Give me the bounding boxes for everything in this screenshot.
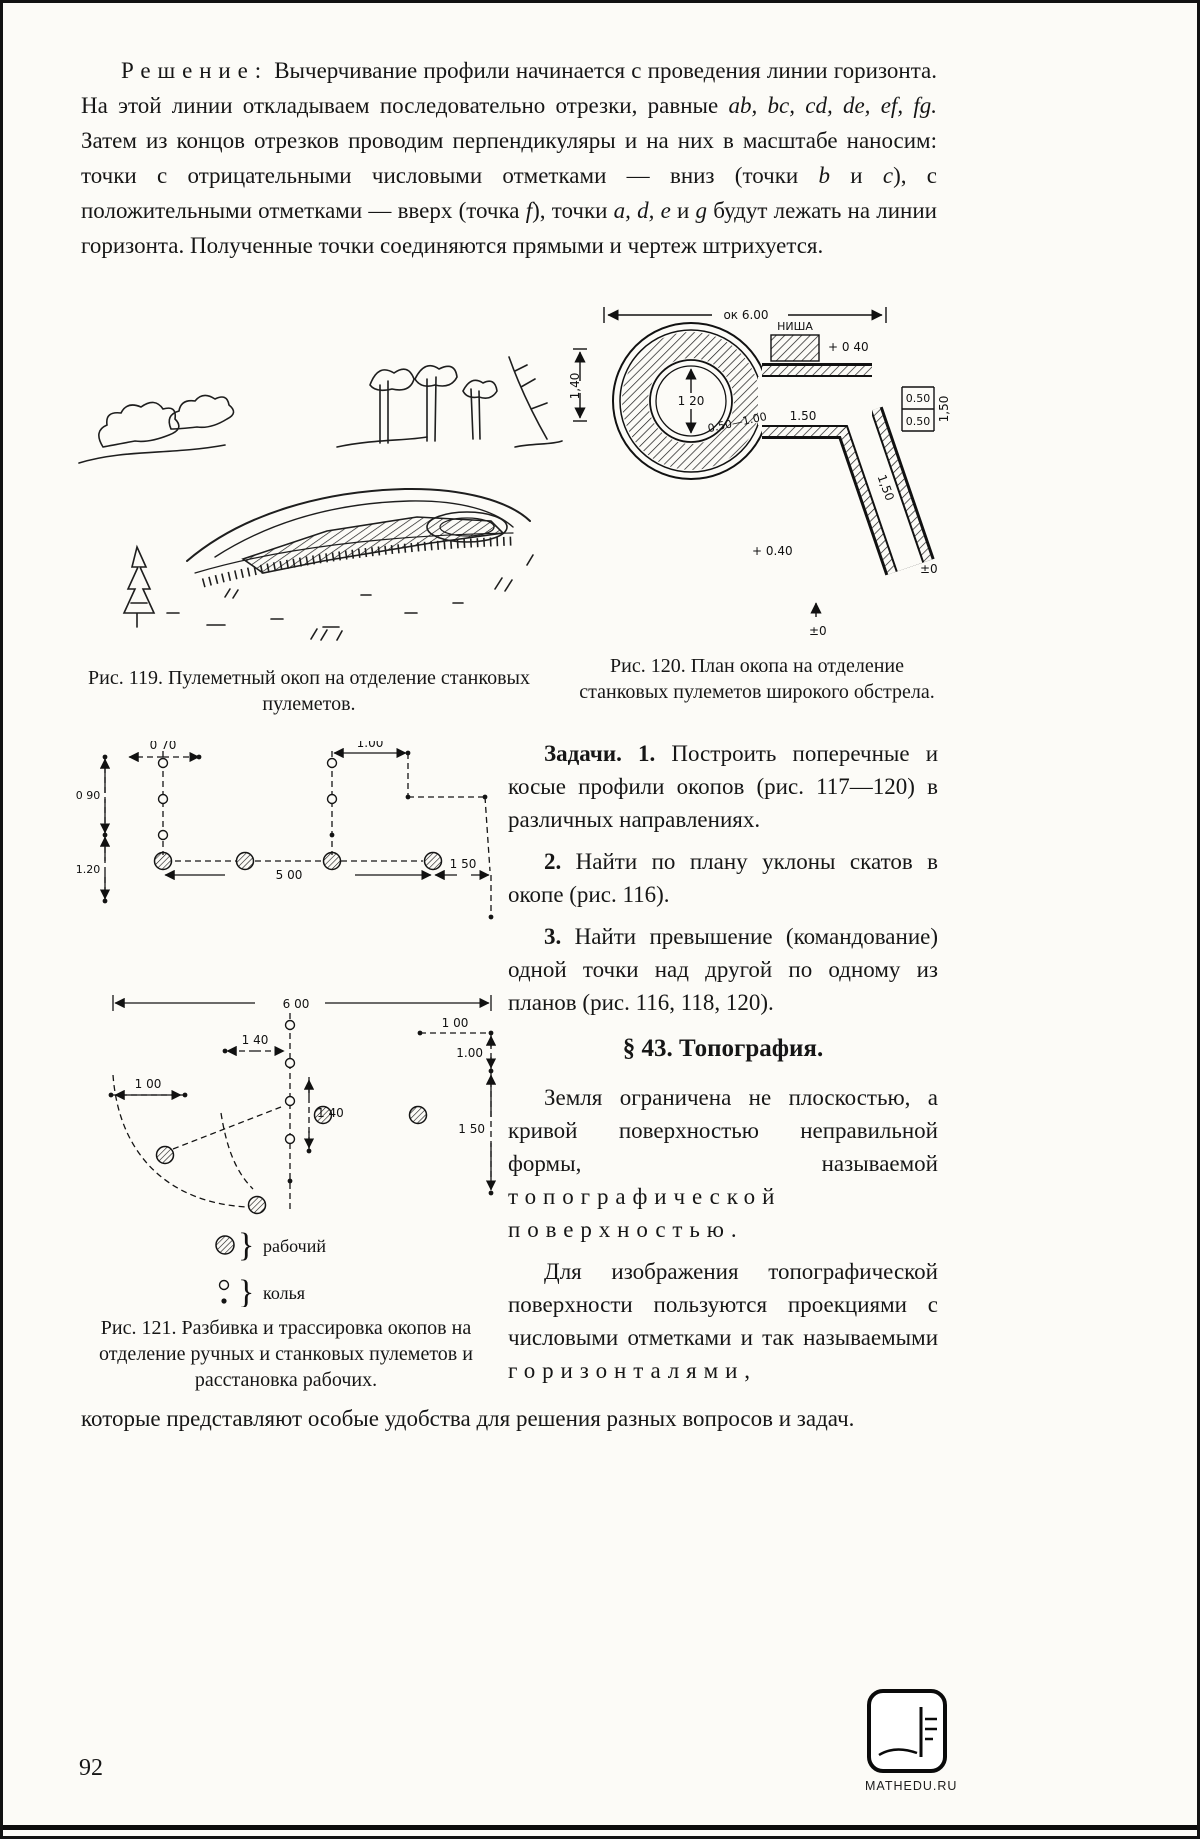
mathedu-logo: MATHEDU.RU — [865, 1687, 965, 1793]
figure-121-caption: Рис. 121. Разбивка и трассировка окопов … — [99, 1317, 473, 1391]
tree — [379, 380, 389, 444]
legend-dot — [221, 1298, 227, 1304]
figure-119 — [75, 351, 567, 651]
legend-brace-stakes: } — [238, 1274, 254, 1307]
construction-lines — [104, 751, 492, 1209]
trench-parapet — [186, 487, 531, 562]
mathedu-logo-icon — [867, 1689, 947, 1773]
worker-circles — [153, 851, 443, 1255]
section-heading: § 43. Топография. — [622, 1035, 824, 1062]
figure-121-drawing: 0 70 1.00 0 90 1.20 5 00 1 50 6 00 1 40 … — [76, 741, 497, 1307]
figure-120-caption: Рис. 120. План окопа на отделение станко… — [579, 655, 935, 703]
niche-rect — [770, 334, 820, 362]
text-column: Задачи. 1. Построить поперечные и косые … — [508, 737, 938, 1396]
dim-label-ok600: ок 6.00 — [723, 308, 768, 322]
dim-label-070: 0 70 — [150, 741, 177, 752]
scan-edge — [3, 1825, 1197, 1830]
figure-119-caption: Рис. 119. Пулеметный окоп на отделение с… — [88, 667, 530, 715]
page-number: 92 — [79, 1755, 103, 1781]
legend-brace-worker: } — [238, 1227, 254, 1264]
figure-120: ок 6.00 НИША + 0 40 1 20 1,40 0.50 0.50 … — [566, 299, 952, 647]
dimension-arrows — [99, 747, 497, 1191]
ground-strokes — [130, 594, 464, 628]
dim-label-150-right: 1,50 — [937, 396, 951, 423]
dim-label-100a: 1 00 — [442, 1016, 469, 1030]
topography-paragraph-1: Земля ограничена не плоскостью, а кривой… — [508, 1085, 938, 1242]
dim-label-120: 1.20 — [76, 863, 101, 876]
watermark-text: MATHEDU.RU — [865, 1779, 958, 1793]
figure-121: 0 70 1.00 0 90 1.20 5 00 1 50 6 00 1 40 … — [75, 741, 505, 1307]
bush — [98, 401, 180, 448]
horizon-line — [78, 444, 226, 464]
dim-label-100c: 1 00 — [135, 1077, 162, 1091]
figure-119-drawing — [78, 356, 563, 641]
dim-label-500: 5 00 — [276, 868, 303, 882]
gun-platform — [426, 511, 508, 543]
dim-label-090: 0 90 — [76, 789, 101, 802]
berm-hatching — [201, 536, 516, 588]
dim-label-120: 1 20 — [678, 394, 705, 408]
task-3: 3. Найти превышение (командование) одной… — [508, 924, 938, 1015]
dim-label-140b: 1 40 — [317, 1106, 344, 1120]
dim-label-150b: 1 50 — [458, 1122, 485, 1136]
bare-branch — [508, 356, 548, 440]
task-1: Задачи. 1. Построить поперечные и косые … — [508, 741, 938, 832]
legend-label-worker: рабочий — [263, 1236, 326, 1256]
dim-label-600: 6 00 — [283, 997, 310, 1011]
dim-label-plus040-bottom: + 0.40 — [752, 544, 793, 558]
trench-arms — [758, 363, 935, 576]
dim-label-100-top: 1.00 — [357, 741, 384, 750]
closing-paragraph: которые представляют особые удобства для… — [81, 1406, 855, 1431]
pine-tree — [122, 544, 156, 628]
dim-label-140a: 1 40 — [242, 1033, 269, 1047]
dim-label-150-arm: 1.50 — [790, 409, 817, 423]
legend-label-stakes: колья — [263, 1283, 305, 1303]
niche-label: НИША — [777, 320, 813, 333]
dim-label-100b: 1.00 — [456, 1046, 483, 1060]
level-label-pm0-bottom: ±0 — [809, 624, 827, 638]
dim-label-plus040-top: + 0 40 — [828, 340, 869, 354]
stake-circles — [157, 757, 338, 1291]
solution-paragraph: Решение: Вычерчивание профили начинается… — [81, 58, 937, 258]
dim-label-050a: 0.50 — [906, 392, 931, 405]
dim-label-150-topright: 1 50 — [450, 857, 477, 871]
topography-paragraph-2: Для изображения топографической поверхно… — [508, 1259, 938, 1383]
dim-label-050b: 0.50 — [906, 415, 931, 428]
stake-dots — [102, 750, 494, 1196]
task-2: 2. Найти по плану уклоны скатов в окопе … — [508, 849, 938, 907]
emplacement-hatched-ring — [622, 332, 760, 470]
figure-120-drawing: ок 6.00 НИША + 0 40 1 20 1,40 0.50 0.50 … — [568, 305, 951, 638]
dim-label-140: 1,40 — [568, 373, 582, 400]
level-label-pm0-right: ±0 — [920, 562, 938, 576]
